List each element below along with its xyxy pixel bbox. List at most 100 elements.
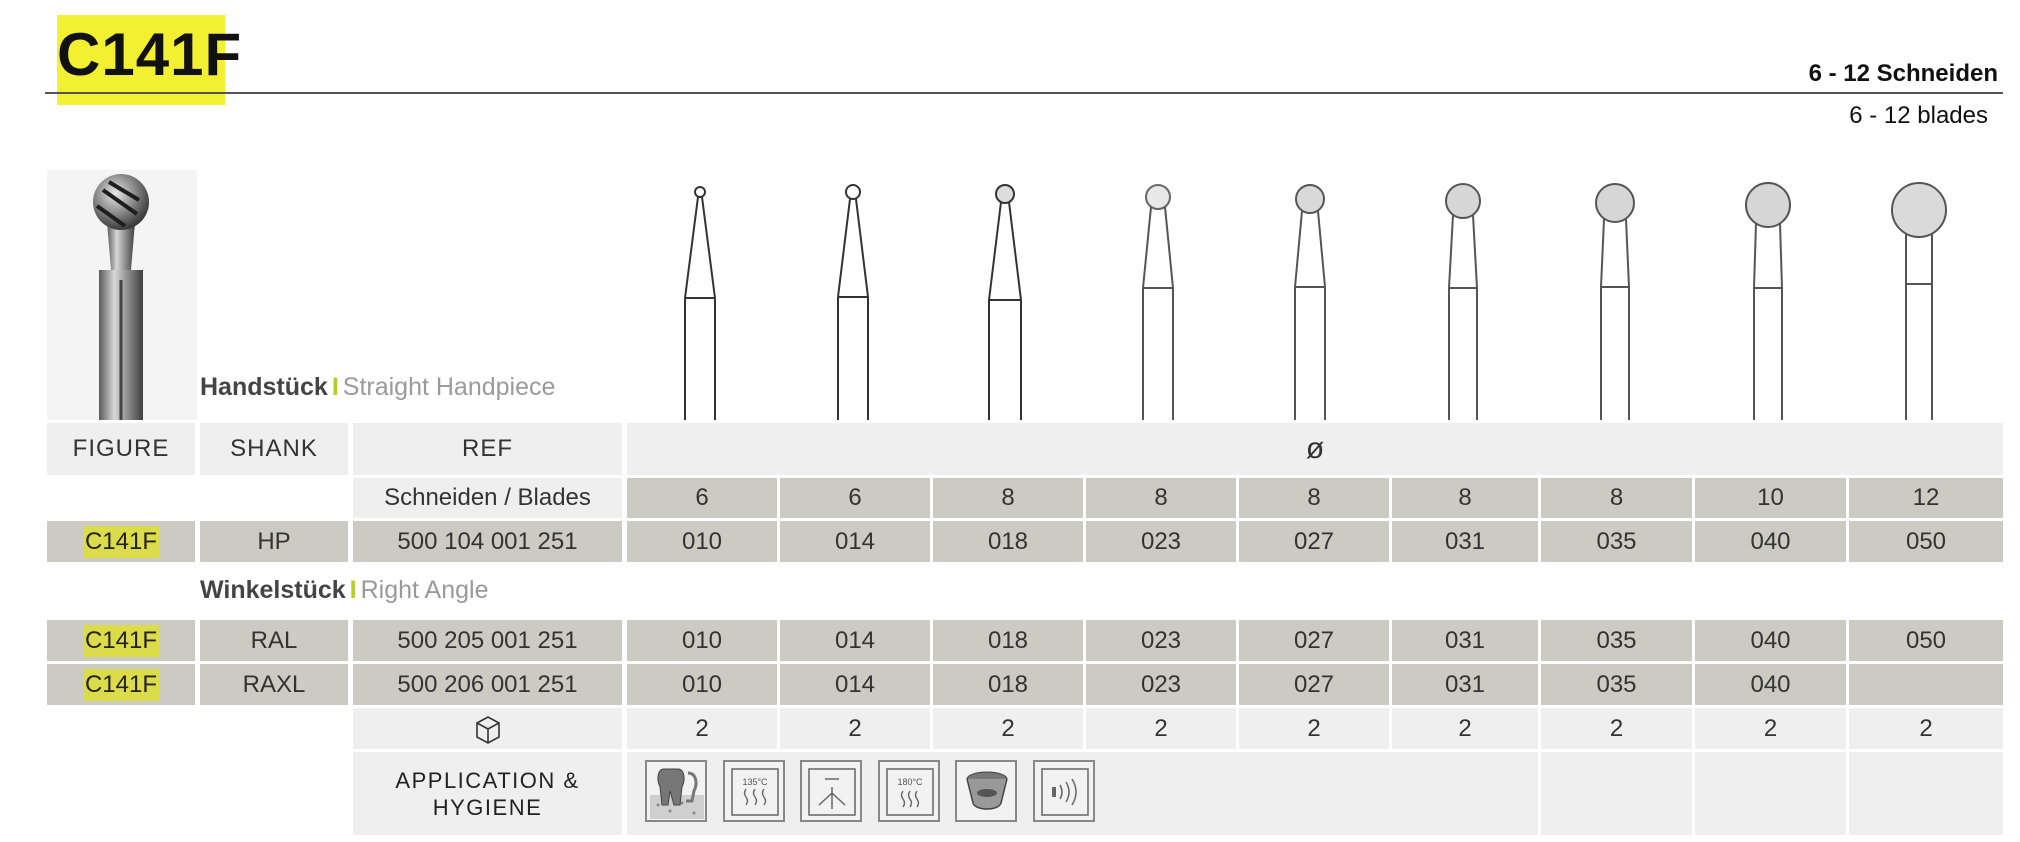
- raxl-size-cell-9: [1849, 664, 2003, 705]
- pack-qty-cell-5: 2: [1239, 708, 1389, 749]
- bur-drawing-031: [1445, 183, 1481, 420]
- blades-count-cell-5: 8: [1239, 478, 1389, 518]
- pack-row-label: [353, 708, 622, 749]
- hp-size-cell-4: 023: [1086, 521, 1236, 562]
- autoclave-135-label: 135°C: [742, 777, 768, 787]
- tooth-bone-icon: [645, 760, 707, 822]
- ral-size-cell-4: 023: [1086, 620, 1236, 661]
- header-shank: SHANK: [200, 423, 348, 475]
- raxl-size-cell-5: 027: [1239, 664, 1389, 705]
- section-separator: I: [349, 576, 357, 604]
- hp-size-cell-9: 050: [1849, 521, 2003, 562]
- hp-size-cell-6: 031: [1392, 521, 1538, 562]
- blades-count-de: 6 - 12 Schneiden: [1808, 60, 1998, 87]
- application-label: APPLICATION & HYGIENE: [353, 752, 622, 835]
- ultrasonic-bath-icon: [1033, 760, 1095, 822]
- row-raxl-figure: C141F: [47, 664, 195, 705]
- hp-size-cell-7: 035: [1541, 521, 1692, 562]
- ral-size-cell-2: 014: [780, 620, 930, 661]
- bur-drawing-010: [684, 186, 716, 420]
- bur-drawing-035: [1595, 183, 1635, 420]
- blades-count-en: 6 - 12 blades: [1849, 102, 1988, 129]
- ral-size-cell-7: 035: [1541, 620, 1692, 661]
- blades-count-cell-7: 8: [1541, 478, 1692, 518]
- application-label-line2: HYGIENE: [432, 794, 543, 820]
- page-title: C141F: [57, 21, 243, 88]
- row-ral-shank: RAL: [200, 620, 348, 661]
- bur-drawing-050: [1891, 182, 1947, 420]
- header-diameter: ø: [627, 423, 2003, 475]
- blades-count-cell-2: 6: [780, 478, 930, 518]
- row-hp-figure: C141F: [47, 521, 195, 562]
- bur-drawing-018: [988, 184, 1022, 420]
- cleaning-brush-icon: [955, 760, 1017, 822]
- blades-count-cell-4: 8: [1086, 478, 1236, 518]
- bur-photo: [47, 170, 197, 420]
- raxl-size-cell-7: 035: [1541, 664, 1692, 705]
- application-label-line1: APPLICATION &: [395, 767, 580, 793]
- ral-size-cell-3: 018: [933, 620, 1083, 661]
- raxl-size-cell-6: 031: [1392, 664, 1538, 705]
- raxl-size-cell-3: 018: [933, 664, 1083, 705]
- pack-qty-cell-3: 2: [933, 708, 1083, 749]
- bur-drawing-027: [1294, 184, 1326, 420]
- blades-count-cell-1: 6: [627, 478, 777, 518]
- ral-size-cell-6: 031: [1392, 620, 1538, 661]
- ral-size-cell-8: 040: [1695, 620, 1846, 661]
- pack-qty-cell-2: 2: [780, 708, 930, 749]
- hot-air-180-icon: 180°C: [878, 760, 940, 822]
- raxl-size-cell-8: 040: [1695, 664, 1846, 705]
- hp-size-cell-8: 040: [1695, 521, 1846, 562]
- hp-size-cell-1: 010: [627, 521, 777, 562]
- figure-label: C141F: [82, 624, 160, 657]
- bur-drawing-023: [1142, 184, 1174, 420]
- blades-row-label: Schneiden / Blades: [353, 478, 622, 518]
- figure-label: C141F: [82, 525, 160, 558]
- section-separator: I: [331, 373, 339, 401]
- autoclave-135-icon: 135°C: [723, 760, 785, 822]
- section-right-angle-en: Right Angle: [360, 576, 489, 604]
- hp-size-cell-2: 014: [780, 521, 930, 562]
- pack-qty-cell-1: 2: [627, 708, 777, 749]
- sterilization-icon: [800, 760, 862, 822]
- ral-size-cell-1: 010: [627, 620, 777, 661]
- hp-size-cell-5: 027: [1239, 521, 1389, 562]
- row-ral-figure: C141F: [47, 620, 195, 661]
- section-handpiece-en: Straight Handpiece: [342, 373, 556, 401]
- row-raxl-shank: RAXL: [200, 664, 348, 705]
- hot-air-180-label: 180°C: [897, 777, 923, 787]
- application-empty-1: [1541, 752, 1692, 835]
- row-ral-ref: 500 205 001 251: [353, 620, 622, 661]
- blades-count-cell-9: 12: [1849, 478, 2003, 518]
- blades-count-cell-6: 8: [1392, 478, 1538, 518]
- section-right-angle-de: Winkelstück: [200, 576, 346, 604]
- pack-qty-cell-4: 2: [1086, 708, 1236, 749]
- pack-qty-cell-9: 2: [1849, 708, 2003, 749]
- row-hp-shank: HP: [200, 521, 348, 562]
- pack-qty-cell-6: 2: [1392, 708, 1538, 749]
- title-highlight: [57, 15, 225, 105]
- package-box-icon: [475, 715, 500, 744]
- hp-size-cell-3: 018: [933, 521, 1083, 562]
- row-hp-ref: 500 104 001 251: [353, 521, 622, 562]
- title-rule: [45, 92, 2003, 94]
- bur-drawing-014: [837, 184, 869, 420]
- raxl-size-cell-1: 010: [627, 664, 777, 705]
- pack-qty-cell-7: 2: [1541, 708, 1692, 749]
- pack-qty-cell-8: 2: [1695, 708, 1846, 749]
- ral-size-cell-9: 050: [1849, 620, 2003, 661]
- application-empty-2: [1695, 752, 1846, 835]
- blades-count-cell-3: 8: [933, 478, 1083, 518]
- raxl-size-cell-4: 023: [1086, 664, 1236, 705]
- header-ref: REF: [353, 423, 622, 475]
- bur-drawing-040: [1745, 182, 1791, 420]
- figure-label: C141F: [82, 668, 160, 701]
- application-empty-3: [1849, 752, 2003, 835]
- header-figure: FIGURE: [47, 423, 195, 475]
- row-raxl-ref: 500 206 001 251: [353, 664, 622, 705]
- section-handpiece-de: Handstück: [200, 373, 328, 401]
- raxl-size-cell-2: 014: [780, 664, 930, 705]
- ral-size-cell-5: 027: [1239, 620, 1389, 661]
